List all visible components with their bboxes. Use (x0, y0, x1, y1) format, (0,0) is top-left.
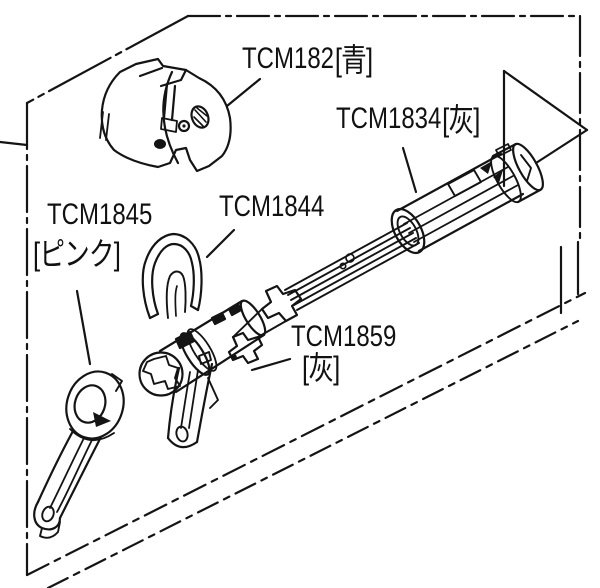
part-number-tcm1859: TCM1859 (291, 320, 397, 353)
label-tcm1845-color: [ピンク] (33, 236, 121, 272)
part-drawing-tcm1845-lever (33, 370, 125, 539)
label-tcm1845: TCM1845 (47, 200, 152, 230)
leader-lines (75, 77, 418, 372)
part-drawing-tcm1834-shaft (227, 142, 544, 365)
part-drawing-tcm1844-clip (141, 232, 203, 320)
boundary-left-tick (0, 140, 29, 147)
leader-tcm1845 (75, 289, 92, 366)
part-number-tcm182: TCM182 (242, 42, 335, 75)
part-drawing-tcm182-cam (99, 57, 232, 173)
part-number-tcm1844: TCM1844 (219, 190, 325, 223)
part-number-tcm1834: TCM1834 (336, 102, 442, 135)
color-note-tcm182: [青] (334, 42, 373, 78)
leader-tcm1834 (401, 146, 418, 194)
leader-tcm1844 (205, 228, 236, 259)
label-tcm1844: TCM1844 (219, 192, 324, 222)
color-note-tcm1845: [ピンク] (33, 236, 121, 272)
color-note-tcm1859: [灰] (302, 350, 340, 386)
leader-tcm182 (225, 77, 262, 108)
part-drawing-tcm1859-cylinder (138, 299, 267, 449)
leader-tcm1859 (250, 357, 292, 372)
label-tcm1859-color: [灰] (302, 350, 340, 386)
label-tcm1834: TCM1834[灰] (336, 102, 480, 138)
boundary-bottom-diagonal-upper (25, 291, 587, 577)
label-tcm1859: TCM1859 (291, 322, 396, 352)
boundary-top-left-diagonal (25, 14, 190, 105)
part-number-tcm1845: TCM1845 (47, 198, 153, 231)
wall-corner-panel (502, 69, 589, 315)
boundary-bottom-diagonal-lower (46, 319, 580, 588)
color-note-tcm1834: [灰] (442, 102, 480, 138)
label-tcm182: TCM182[青] (242, 42, 373, 78)
phantom-boundary-lines (0, 14, 587, 588)
